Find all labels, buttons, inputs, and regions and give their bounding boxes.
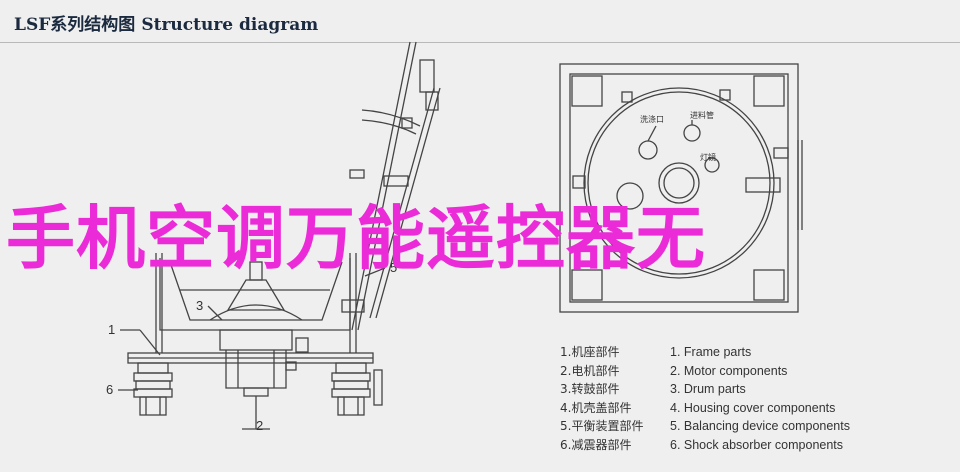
feed-pipe-circle: [683, 124, 701, 142]
legend-en-item-4: 4. Housing cover components: [670, 400, 836, 415]
legend-en-item-3: 3. Drum parts: [670, 382, 746, 396]
title-cn: LSF系列结构图: [14, 15, 136, 35]
callout-6: 6: [106, 382, 113, 397]
legend-cn-item-3: 3.转鼓部件: [560, 382, 620, 396]
callout-1: 1: [108, 322, 115, 337]
side-elevation: [118, 41, 441, 430]
callout-2: 2: [256, 418, 263, 433]
callout-leader-1b: [139, 329, 161, 356]
housing-circle: [583, 87, 775, 279]
legend-cn-item-5: 5.平衡装置部件: [560, 419, 644, 433]
corner-box-bl: [571, 269, 603, 301]
legend-en-item-6: 6. Shock absorber components: [670, 437, 844, 452]
legend-cn-item-4: 4.机壳盖部件: [560, 400, 632, 415]
overlay-banner-text: 手机空调万能遥控器无: [6, 199, 706, 279]
corner-box-br: [753, 269, 785, 301]
label-feed-pipe: 进料管: [690, 110, 714, 120]
legend-cn: 1.机座部件 2.电机部件 3.转鼓部件 4.机壳盖部件 5.平衡装置部件 6.…: [560, 343, 643, 454]
drum: [169, 261, 343, 321]
callout-leader-3: [207, 305, 223, 321]
plan-view: [559, 63, 803, 313]
legend-cn-item-6: 6.减震器部件: [560, 437, 632, 452]
corner-box-tl: [571, 75, 603, 107]
shock-absorber-right: [331, 362, 383, 416]
legend-cn-item-2: 2.电机部件: [560, 363, 620, 378]
callout-3: 3: [196, 298, 203, 313]
label-wash-port: 洗涤口: [640, 114, 664, 124]
title-en: Structure diagram: [141, 15, 319, 35]
legend-cn-item-1: 1.机座部件: [560, 345, 620, 359]
callout-leader-5: [364, 267, 386, 277]
lower-port-circle: [616, 182, 644, 210]
legend-en-item-5: 5. Balancing device components: [670, 419, 850, 433]
label-lamp: 灯镜: [700, 152, 716, 162]
header-divider: [0, 42, 960, 43]
callout-5: 5: [390, 260, 397, 275]
legend-en-item-2: 2. Motor components: [670, 363, 788, 378]
wash-port-circle: [638, 140, 658, 160]
legend-en-item-1: 1. Frame parts: [670, 345, 752, 359]
centre-hub: [658, 162, 700, 204]
lid-arm: [341, 41, 441, 331]
corner-box-tr: [753, 75, 785, 107]
shock-absorber-left: [133, 362, 173, 416]
legend-en: 1. Frame parts 2. Motor components 3. Dr…: [670, 343, 850, 454]
